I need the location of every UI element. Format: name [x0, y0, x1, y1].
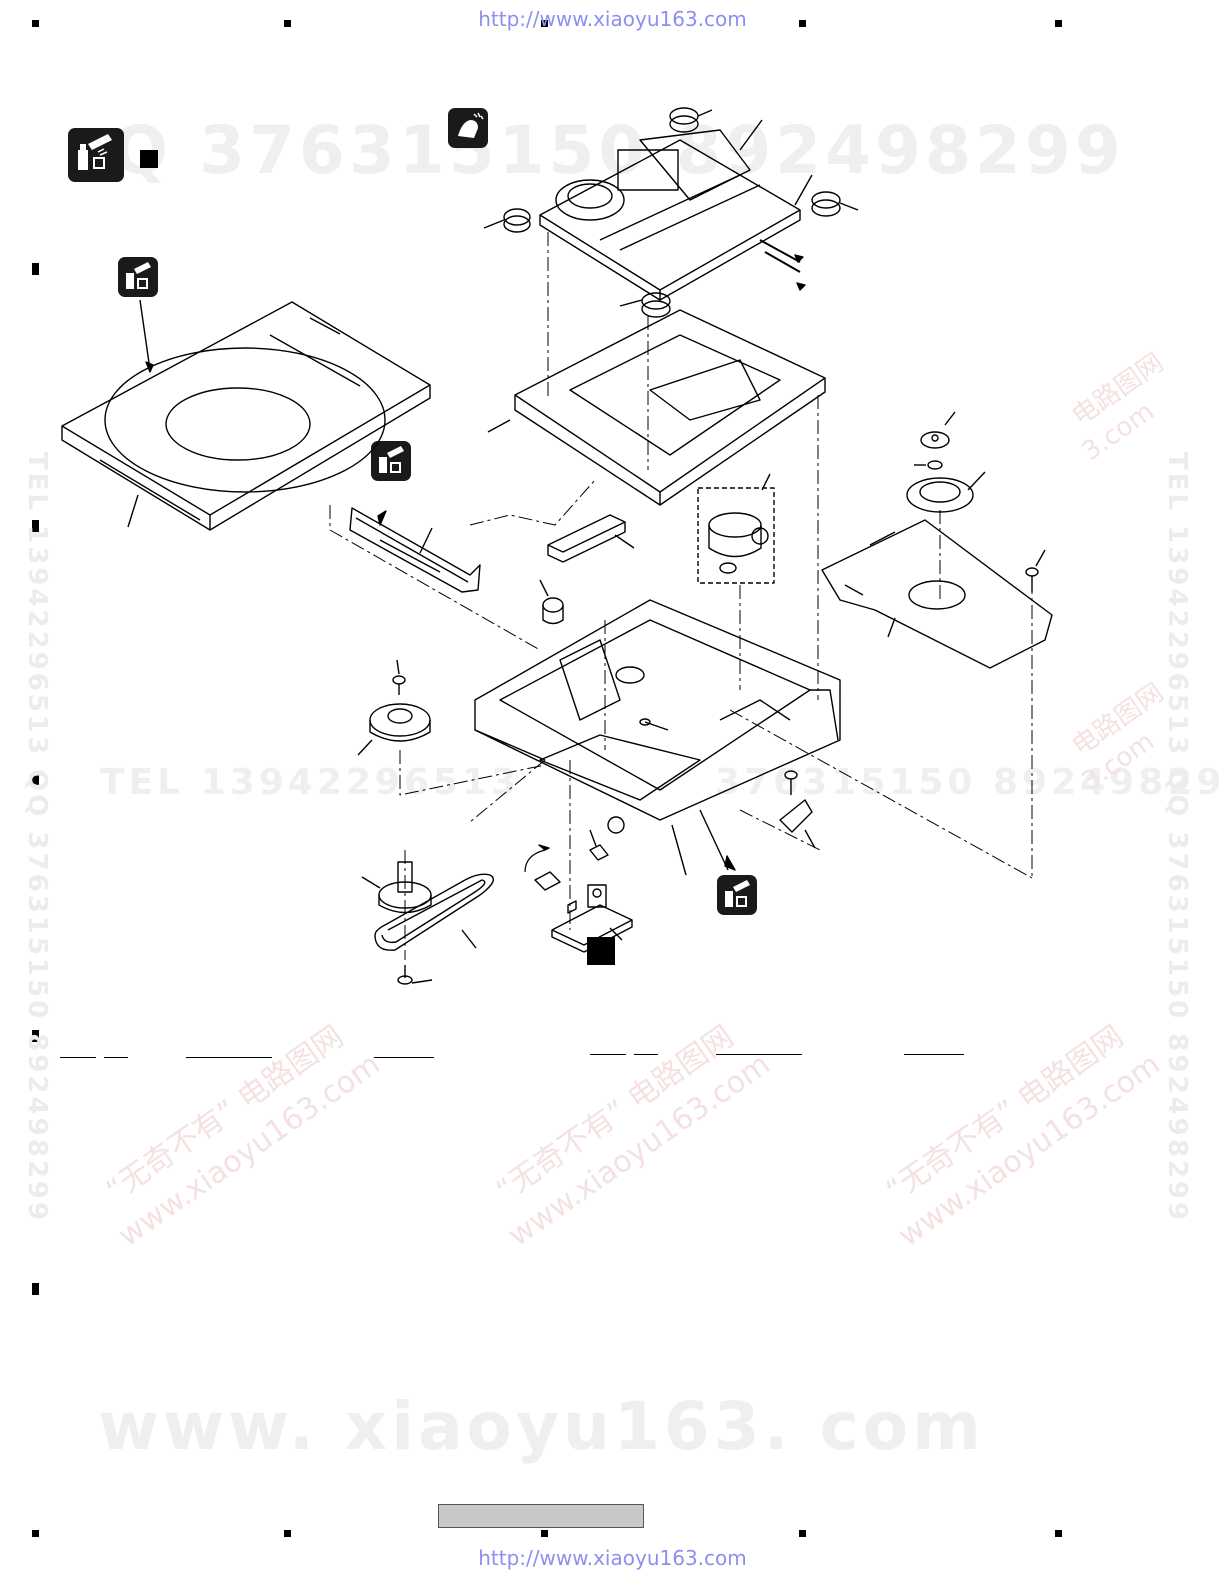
registration-mark — [32, 20, 39, 27]
bracket — [779, 799, 816, 849]
connector — [524, 816, 625, 891]
registration-mark — [32, 1283, 39, 1295]
table-rule — [590, 1054, 626, 1055]
grease-icon — [118, 257, 158, 297]
floating-base — [487, 309, 826, 506]
switch-pcb — [551, 884, 633, 953]
damper — [483, 107, 859, 318]
registration-mark — [32, 520, 39, 532]
registration-mark — [32, 263, 39, 275]
watermark-qq: Q 376315150 892498299 — [112, 112, 1125, 189]
page-number-box — [438, 1504, 644, 1528]
loading-motor-pulley — [361, 861, 432, 914]
drive-gear — [539, 579, 564, 625]
watermark-mid: 376315150 892498299 — [715, 762, 1225, 803]
footer-url[interactable]: http://www.xiaoyu163.com — [478, 1546, 747, 1570]
registration-mark — [541, 20, 548, 27]
registration-mark — [799, 1530, 806, 1537]
watermark-tel: TEL 13942296513 — [100, 762, 521, 803]
table-rule — [634, 1054, 658, 1055]
registration-mark — [32, 775, 39, 787]
traverse-mechanism — [539, 129, 806, 301]
grease-icon — [68, 128, 124, 182]
table-rule — [104, 1057, 128, 1058]
clamp-plate — [821, 519, 1053, 669]
grease-icon — [371, 441, 411, 481]
registration-mark — [284, 20, 291, 27]
registration-mark — [1055, 1530, 1062, 1537]
drive-belt — [374, 873, 494, 951]
mechanism-chassis — [474, 599, 841, 821]
grease-icon — [717, 875, 757, 915]
clamper — [906, 411, 986, 513]
registration-mark — [32, 1530, 39, 1537]
registration-mark — [1055, 20, 1062, 27]
slider — [547, 514, 635, 563]
table-rule — [60, 1057, 96, 1058]
table-rule — [716, 1054, 802, 1055]
bullet-square — [140, 150, 158, 168]
watermark-site-big: www. xiaoyu163. com — [98, 1388, 985, 1465]
header-url[interactable]: http://www.xiaoyu163.com — [478, 7, 747, 31]
table-rule — [374, 1057, 434, 1058]
loading-cam — [349, 507, 481, 593]
spindle-motor-box — [697, 473, 775, 584]
table-rule — [904, 1054, 964, 1055]
registration-mark — [284, 1530, 291, 1537]
table-rule — [186, 1057, 272, 1058]
registration-mark — [541, 1530, 548, 1537]
pulley-gear — [357, 703, 431, 756]
registration-mark — [799, 20, 806, 27]
screw — [392, 659, 798, 985]
cleaning-hand-icon — [448, 108, 488, 148]
disc-tray — [61, 299, 431, 531]
registration-mark — [32, 1030, 39, 1042]
